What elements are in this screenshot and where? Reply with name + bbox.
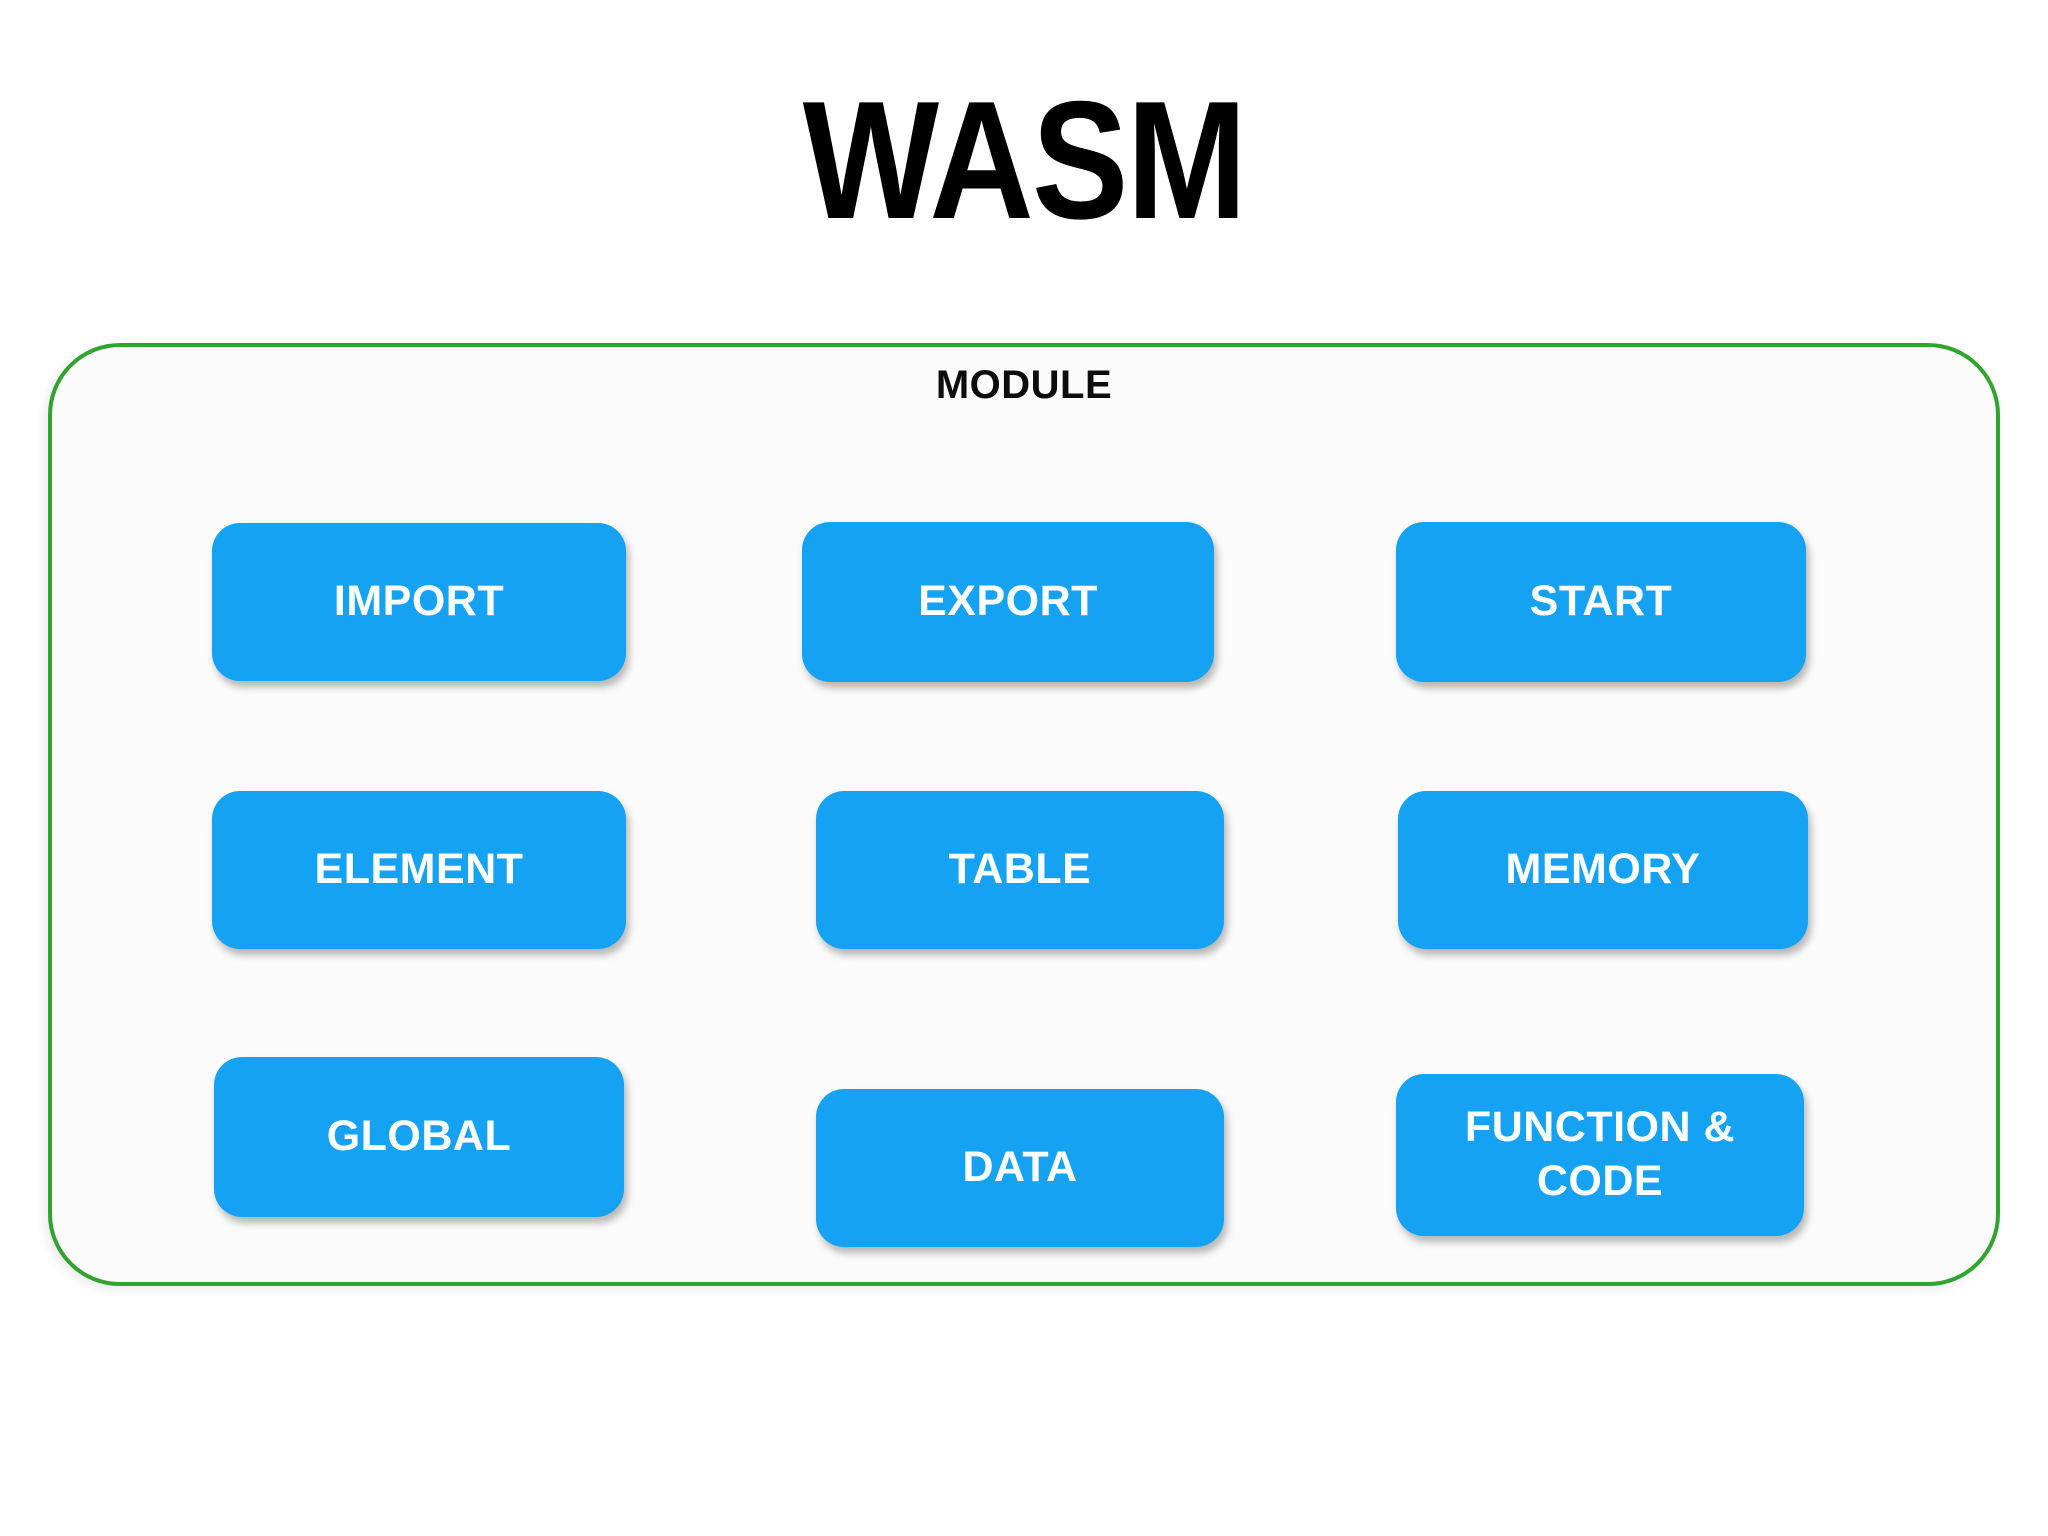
- node-memory-label: MEMORY: [1505, 845, 1701, 894]
- node-element-label: ELEMENT: [314, 845, 524, 894]
- module-container: MODULE IMPORT EXPORT START ELEMENT TABLE…: [48, 343, 2000, 1286]
- node-start-label: START: [1529, 577, 1673, 626]
- node-table: TABLE: [816, 791, 1224, 949]
- node-memory: MEMORY: [1398, 791, 1808, 949]
- node-data: DATA: [816, 1089, 1224, 1247]
- page-title: WASM: [802, 66, 1247, 254]
- node-table-label: TABLE: [948, 845, 1092, 894]
- node-start: START: [1396, 522, 1806, 682]
- node-global-label: GLOBAL: [326, 1112, 512, 1161]
- node-data-label: DATA: [962, 1143, 1078, 1192]
- node-import: IMPORT: [212, 523, 626, 681]
- node-export-label: EXPORT: [918, 577, 1098, 626]
- node-element: ELEMENT: [212, 791, 626, 949]
- node-function-code: FUNCTION & CODE: [1396, 1074, 1804, 1236]
- node-export: EXPORT: [802, 522, 1214, 682]
- node-global: GLOBAL: [214, 1057, 624, 1217]
- module-label: MODULE: [935, 363, 1113, 407]
- node-import-label: IMPORT: [333, 577, 505, 626]
- node-function-code-label: FUNCTION & CODE: [1464, 1103, 1736, 1205]
